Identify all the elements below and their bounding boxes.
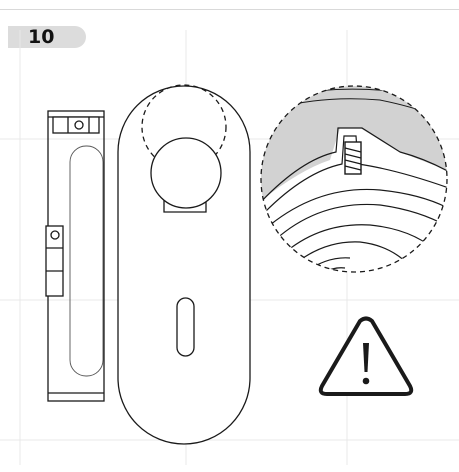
side-profile-plate [45, 110, 105, 402]
top-divider [0, 9, 459, 10]
front-cover-outline [117, 84, 251, 445]
warning-triangle-icon [318, 316, 414, 396]
step-number-badge: 10 [8, 26, 86, 48]
detail-magnifier-callout [260, 85, 448, 273]
